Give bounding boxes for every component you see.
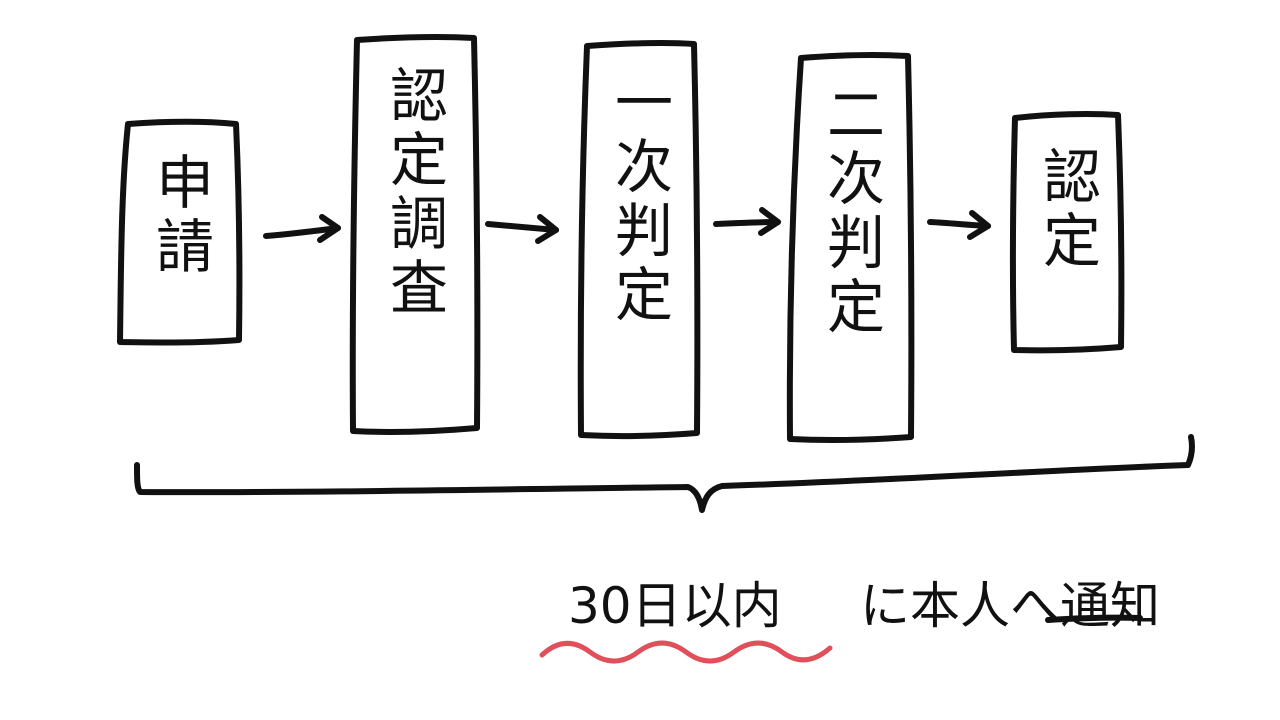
step-certification-box	[1009, 111, 1125, 354]
arrow-3	[713, 207, 781, 236]
step-application-label: 申請	[146, 152, 214, 280]
arrow-1	[263, 214, 341, 243]
arrow-2-line	[485, 221, 559, 233]
arrow-4-head	[967, 210, 991, 240]
notify-underline	[1045, 614, 1143, 623]
arrow-2	[485, 214, 559, 244]
step-application: 申請	[117, 118, 243, 346]
arrow-3-line	[713, 219, 781, 227]
bracket	[134, 434, 1195, 513]
step-secondary-judgment-box	[786, 51, 915, 444]
arrow-2-head	[535, 214, 559, 244]
step-investigation: 認定調査	[349, 33, 481, 435]
emphasis-wavy-underline	[539, 640, 833, 664]
arrow-1-head	[317, 214, 341, 243]
step-investigation-label: 認定調査	[380, 65, 448, 321]
step-certification: 認定	[1009, 111, 1125, 354]
deadline-rest: に本人へ通知	[860, 577, 1160, 635]
arrow-4	[927, 210, 991, 240]
step-primary-judgment-label: 一次判定	[605, 72, 673, 328]
step-application-box	[117, 118, 243, 346]
step-primary-judgment-box	[577, 39, 701, 440]
step-investigation-box	[349, 33, 481, 435]
step-certification-label: 認定	[1033, 146, 1101, 274]
deadline-note: 30日以内 に本人へ通知	[539, 577, 1160, 664]
step-primary-judgment: 一次判定	[577, 39, 701, 440]
arrow-3-head	[758, 207, 781, 236]
step-secondary-judgment-label: 二次判定	[817, 84, 885, 340]
deadline-emphasis: 30日以内	[568, 577, 782, 635]
step-secondary-judgment: 二次判定	[786, 51, 915, 444]
